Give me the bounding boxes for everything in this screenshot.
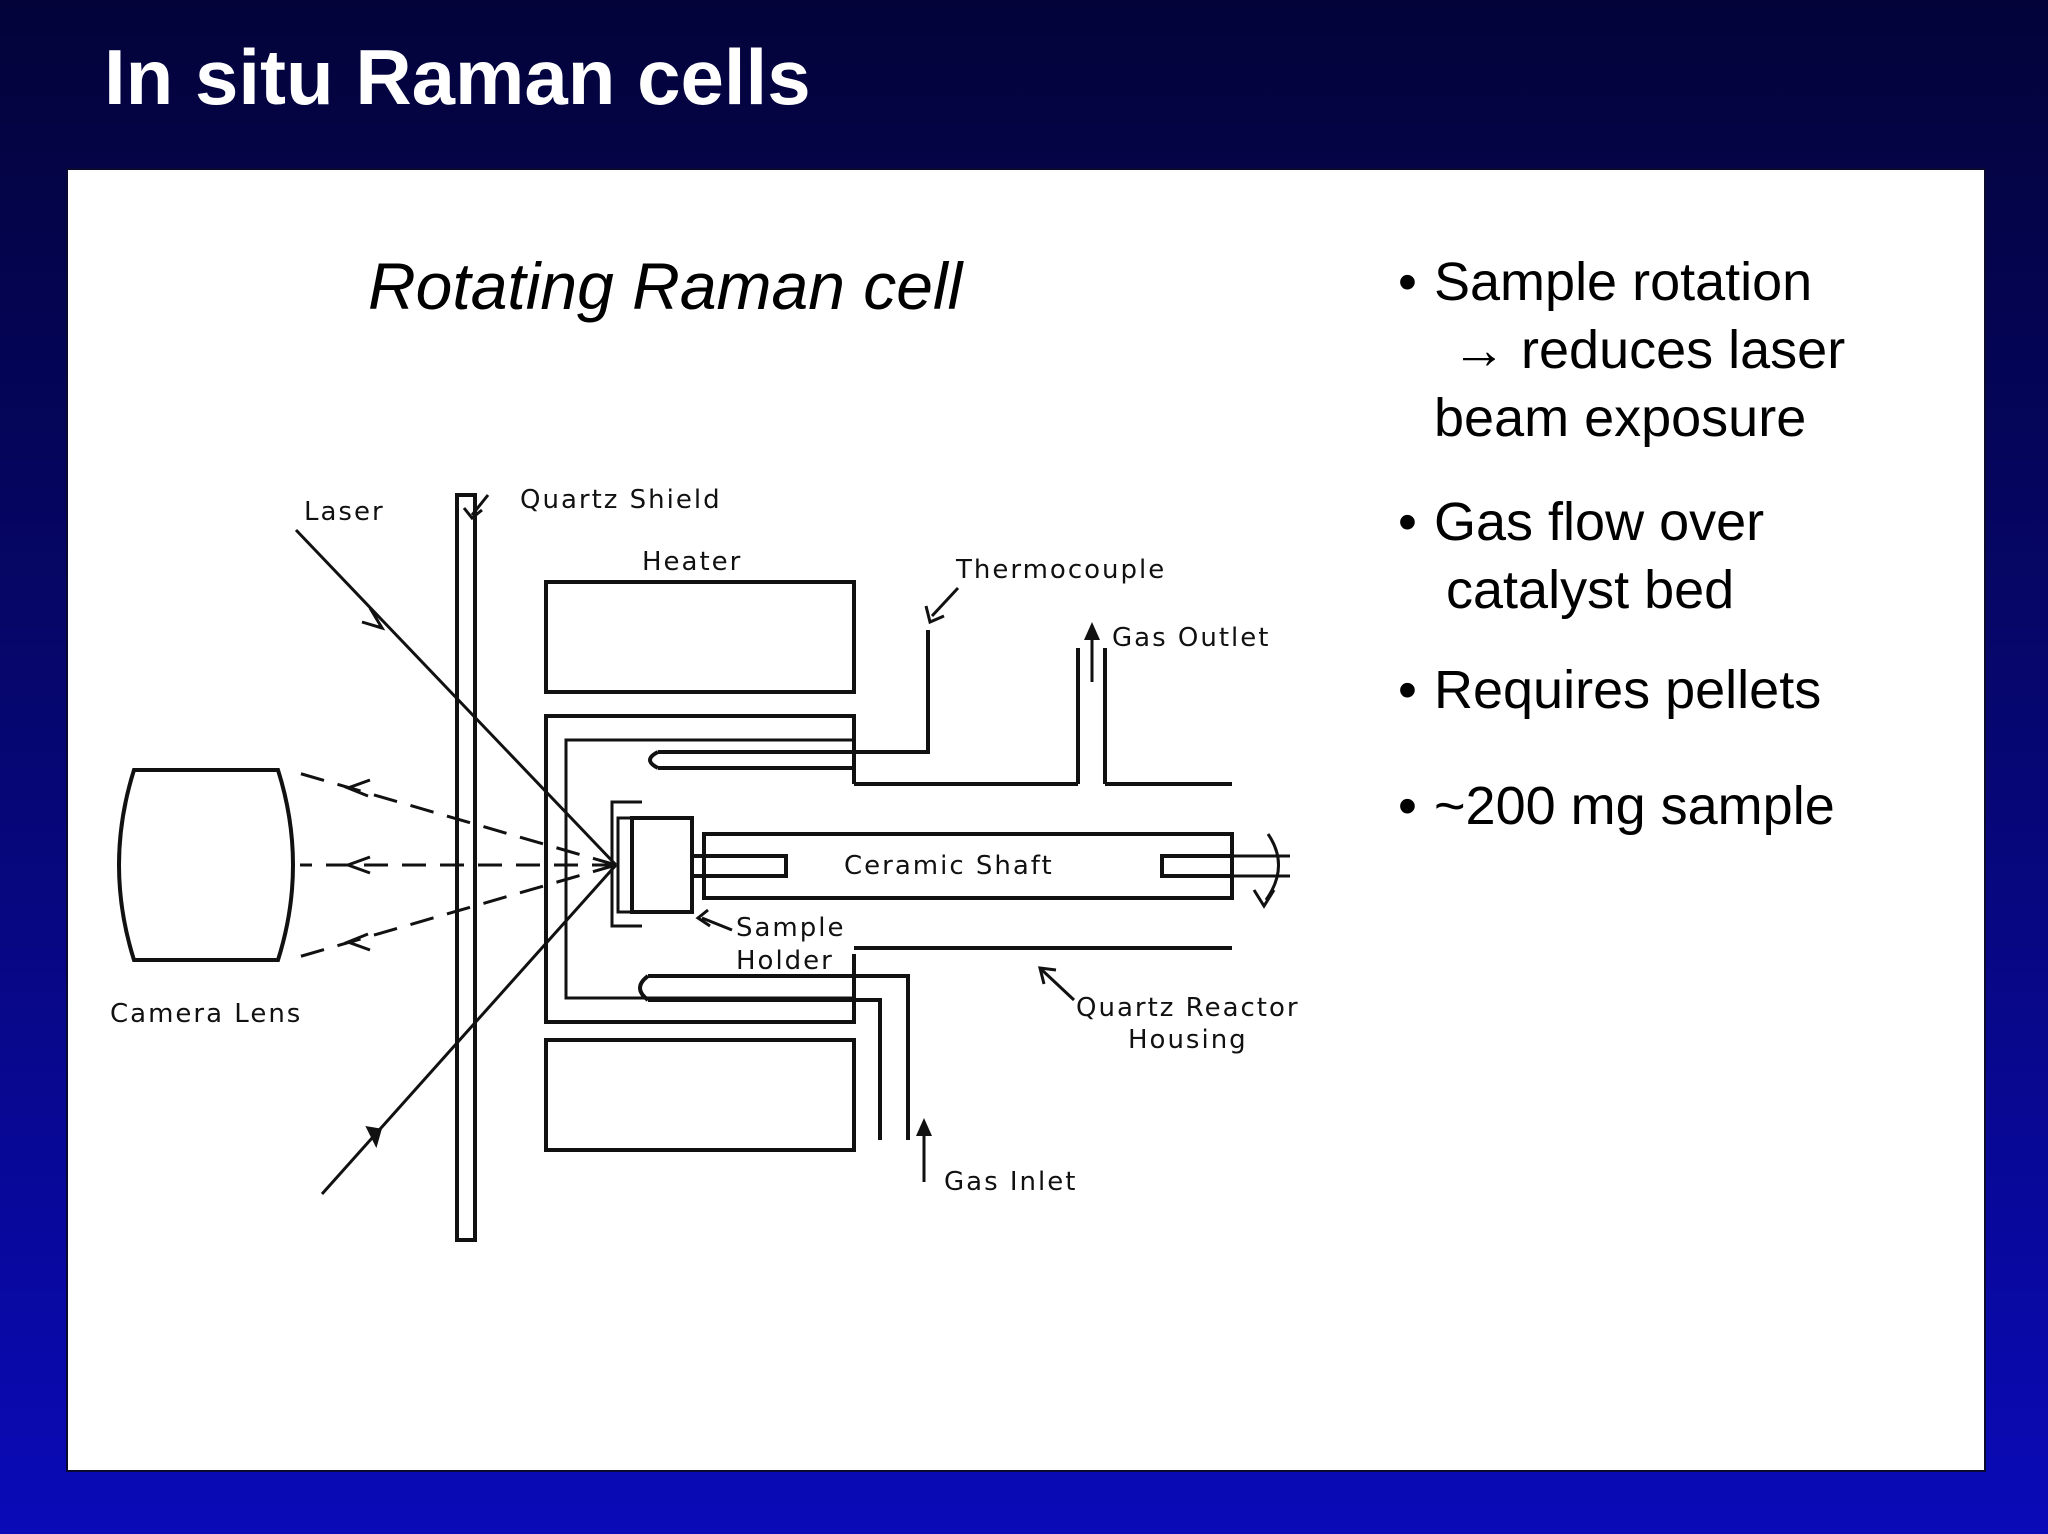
bullet-sample-mass: • ~200 mg sample xyxy=(1398,772,1958,840)
label-heater: Heater xyxy=(642,547,742,577)
label-quartz-shield: Quartz Shield xyxy=(520,485,722,515)
label-quartz-reactor-line2: Housing xyxy=(1128,1025,1248,1055)
camera-lens-shape xyxy=(117,768,295,962)
bullet-2-line-1: Gas flow over xyxy=(1434,492,1765,552)
diagram-title: Rotating Raman cell xyxy=(368,249,963,323)
thermocouple-pointer xyxy=(930,586,960,618)
bullet-4-line-1: ~200 mg sample xyxy=(1434,776,1835,836)
slide-title: In situ Raman cells xyxy=(104,33,811,121)
bullet-1-line-2: reduces laser xyxy=(1521,320,1846,380)
bullet-dot: • xyxy=(1398,252,1417,312)
heater-bottom xyxy=(544,1038,856,1152)
bullet-gas-flow: • Gas flow over catalyst bed xyxy=(1398,488,1958,624)
label-thermocouple: Thermocouple xyxy=(955,555,1166,585)
bullet-1-line-3: beam exposure xyxy=(1434,388,1807,448)
label-laser: Laser xyxy=(304,497,385,527)
laser-beam-reflected xyxy=(320,864,618,1195)
label-gas-outlet: Gas Outlet xyxy=(1112,623,1270,653)
bullet-dot: • xyxy=(1398,492,1417,552)
sample-holder-pointer xyxy=(701,916,733,932)
bullet-3-line-1: Requires pellets xyxy=(1434,660,1822,720)
label-sample-holder-line2: Holder xyxy=(736,946,834,976)
bullet-dot: • xyxy=(1398,660,1417,720)
quartz-reactor-pointer xyxy=(1040,968,1076,1002)
raman-cell-diagram: Laser Quartz Shield Heater Thermocouple … xyxy=(110,485,1300,1242)
right-arrow-icon: → xyxy=(1452,320,1506,380)
label-sample-holder-line1: Sample xyxy=(736,913,846,943)
laser-beam-in xyxy=(294,528,618,867)
label-quartz-reactor-line1: Quartz Reactor xyxy=(1076,993,1300,1023)
sample-holder xyxy=(610,800,788,928)
quartz-shield xyxy=(455,493,477,1242)
heater-top xyxy=(544,580,856,694)
bullet-requires-pellets: • Requires pellets xyxy=(1398,656,1958,724)
bullet-sample-rotation: • Sample rotation → reduces laser beam e… xyxy=(1398,248,1958,452)
bullet-dot: • xyxy=(1398,776,1417,836)
label-gas-inlet: Gas Inlet xyxy=(944,1167,1077,1197)
ceramic-shaft xyxy=(702,832,1290,909)
quartz-reactor-housing xyxy=(544,630,1232,1140)
content-panel: Rotating Raman cell xyxy=(66,168,1986,1472)
bullet-list: • Sample rotation → reduces laser beam e… xyxy=(1398,248,1958,840)
bullet-2-line-2: catalyst bed xyxy=(1446,560,1735,620)
quartz-shield-pointer xyxy=(470,494,490,516)
label-ceramic-shaft: Ceramic Shaft xyxy=(844,851,1054,881)
label-camera-lens: Camera Lens xyxy=(110,999,302,1029)
bullet-1-line-1: Sample rotation xyxy=(1434,252,1813,312)
